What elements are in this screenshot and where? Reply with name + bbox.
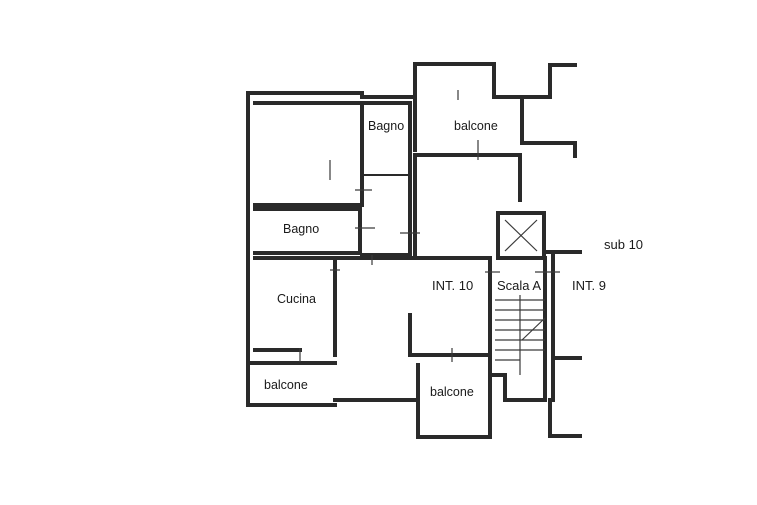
label-int-10: INT. 10 — [432, 278, 473, 293]
wall-right-bottom — [548, 398, 582, 438]
wall-bagno-top — [360, 101, 412, 257]
room-label-bagno-top: Bagno — [368, 119, 404, 133]
elevator-cross-2 — [504, 219, 538, 252]
wall-right-upper — [520, 95, 577, 158]
wall-balcone-top — [413, 62, 577, 152]
label-scala-a: Scala A — [497, 278, 541, 293]
wall-top — [246, 91, 417, 99]
wall-bagno-left — [253, 207, 362, 255]
room-label-balcone-bottom-left: balcone — [264, 378, 308, 392]
room-label-balcone-top: balcone — [454, 119, 498, 133]
room-label-balcone-bottom-center: balcone — [430, 385, 474, 399]
outer-walls — [246, 62, 577, 439]
elevator-shaft — [496, 211, 546, 260]
stair-block — [488, 211, 582, 438]
wall-left — [246, 91, 337, 407]
label-int-9: INT. 9 — [572, 278, 606, 293]
wall-hall — [413, 153, 522, 202]
wall-cucina — [253, 256, 337, 357]
door-marks — [299, 90, 560, 362]
room-label-cucina: Cucina — [277, 292, 316, 306]
label-sub-10: sub 10 — [604, 237, 643, 252]
wall-upper-rooms — [253, 101, 364, 207]
room-label-bagno-left: Bagno — [283, 222, 319, 236]
wall-balcone-bottom — [416, 363, 492, 439]
stair-treads — [495, 295, 546, 375]
interior-walls — [246, 101, 522, 365]
wall-stair — [488, 256, 547, 402]
